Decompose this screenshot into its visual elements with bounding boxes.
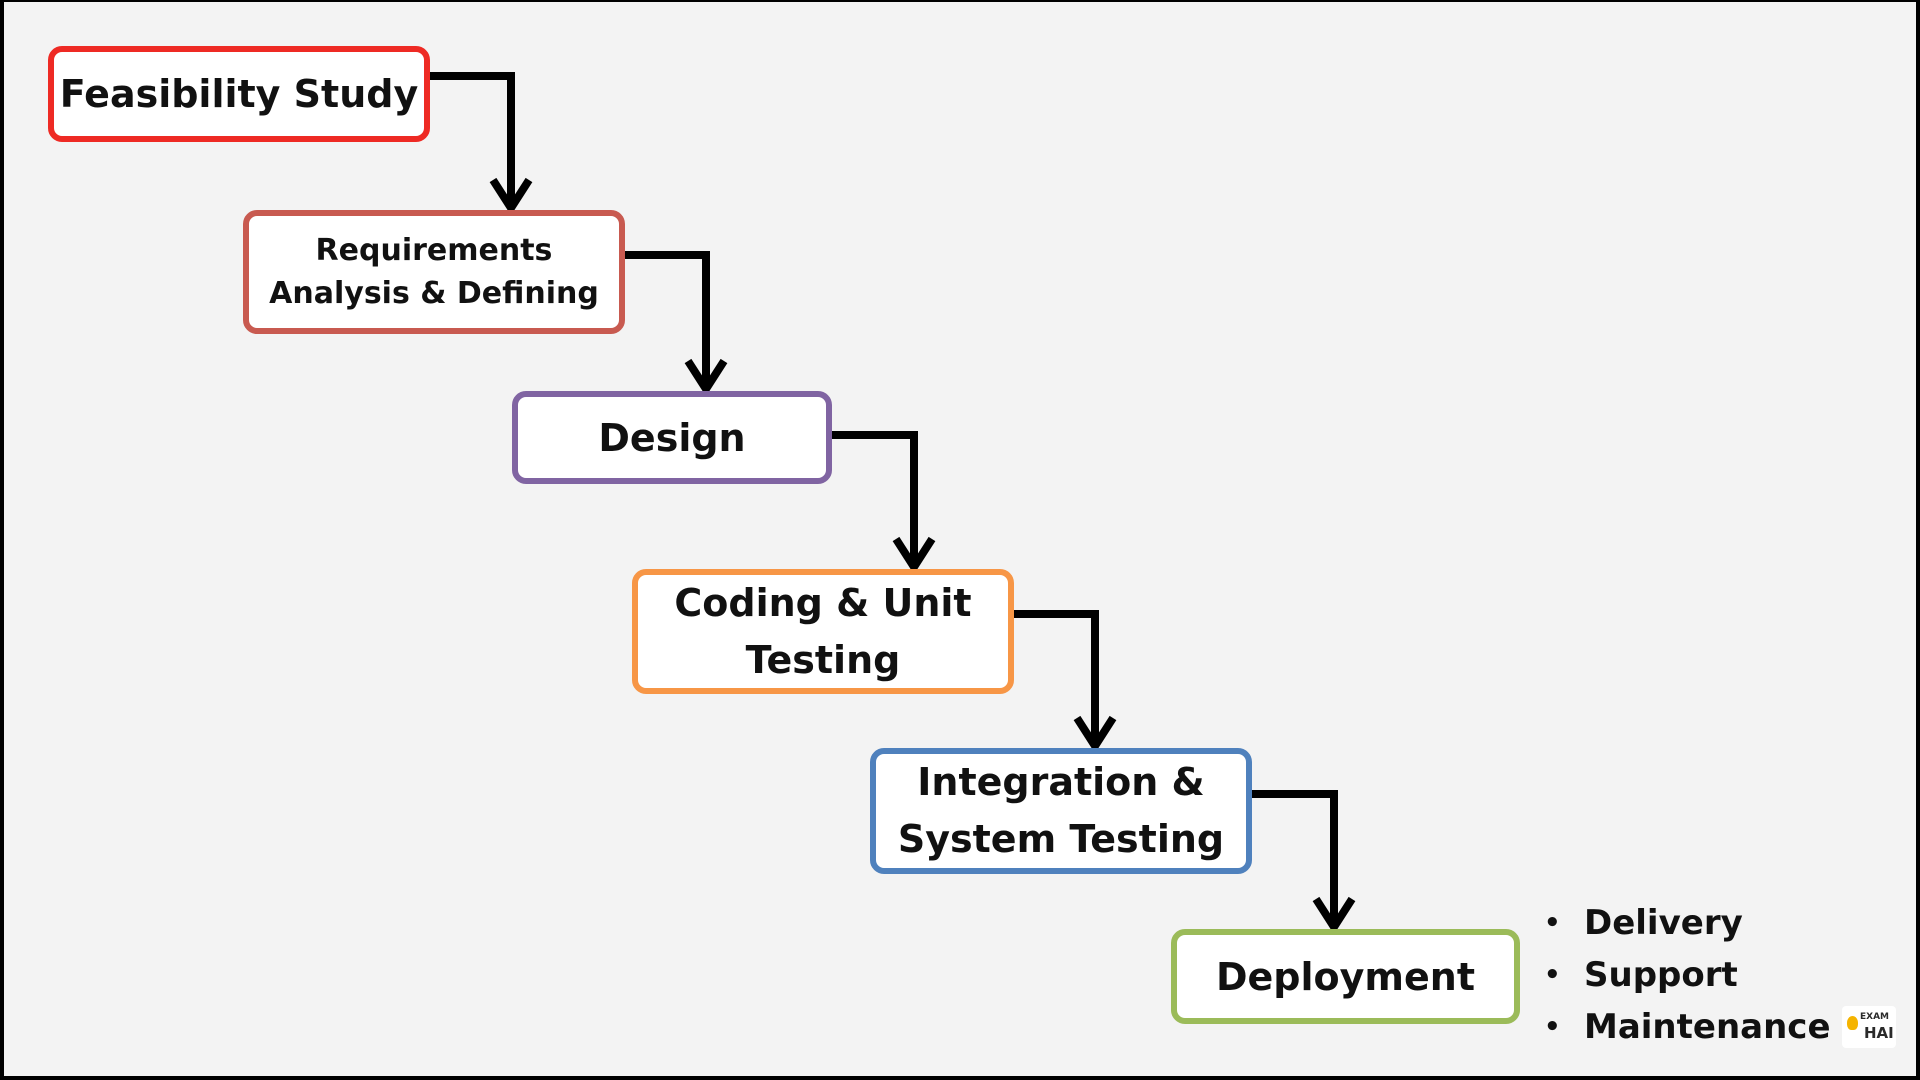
arrow-requirements-to-design xyxy=(621,251,710,387)
stage-label: Coding & Unit Testing xyxy=(674,580,972,682)
stage-feasibility-study: Feasibility Study xyxy=(48,46,430,142)
logo-line2: HAI xyxy=(1864,1024,1894,1042)
list-item: Delivery xyxy=(1544,897,1831,949)
stage-label: Deployment xyxy=(1215,954,1475,999)
list-item: Maintenance xyxy=(1544,1001,1831,1053)
arrow-coding-to-integration xyxy=(1010,610,1099,744)
logo-line1: EXAM xyxy=(1860,1012,1890,1022)
stage-label: Requirements Analysis & Defining xyxy=(269,232,599,312)
stage-design: Design xyxy=(512,391,832,484)
diagram-canvas: Feasibility Study Requirements Analysis … xyxy=(4,2,1916,1076)
exam-hai-logo: EXAM HAI xyxy=(1842,1006,1896,1048)
stage-label: Integration & System Testing xyxy=(897,760,1225,861)
stage-requirements-analysis: Requirements Analysis & Defining xyxy=(243,210,625,334)
stage-label: Feasibility Study xyxy=(59,72,419,116)
list-item: Support xyxy=(1544,949,1831,1001)
deployment-notes-list: Delivery Support Maintenance xyxy=(1544,897,1831,1053)
arrow-design-to-coding xyxy=(828,431,918,565)
stage-coding-unit-testing: Coding & Unit Testing xyxy=(632,569,1014,694)
arrow-integration-to-deployment xyxy=(1248,790,1338,925)
stage-label: Design xyxy=(598,415,746,460)
lightbulb-icon xyxy=(1847,1016,1858,1030)
arrow-feasibility-to-requirements xyxy=(426,72,515,206)
stage-integration-system-testing: Integration & System Testing xyxy=(870,748,1252,874)
stage-deployment: Deployment xyxy=(1171,929,1520,1024)
